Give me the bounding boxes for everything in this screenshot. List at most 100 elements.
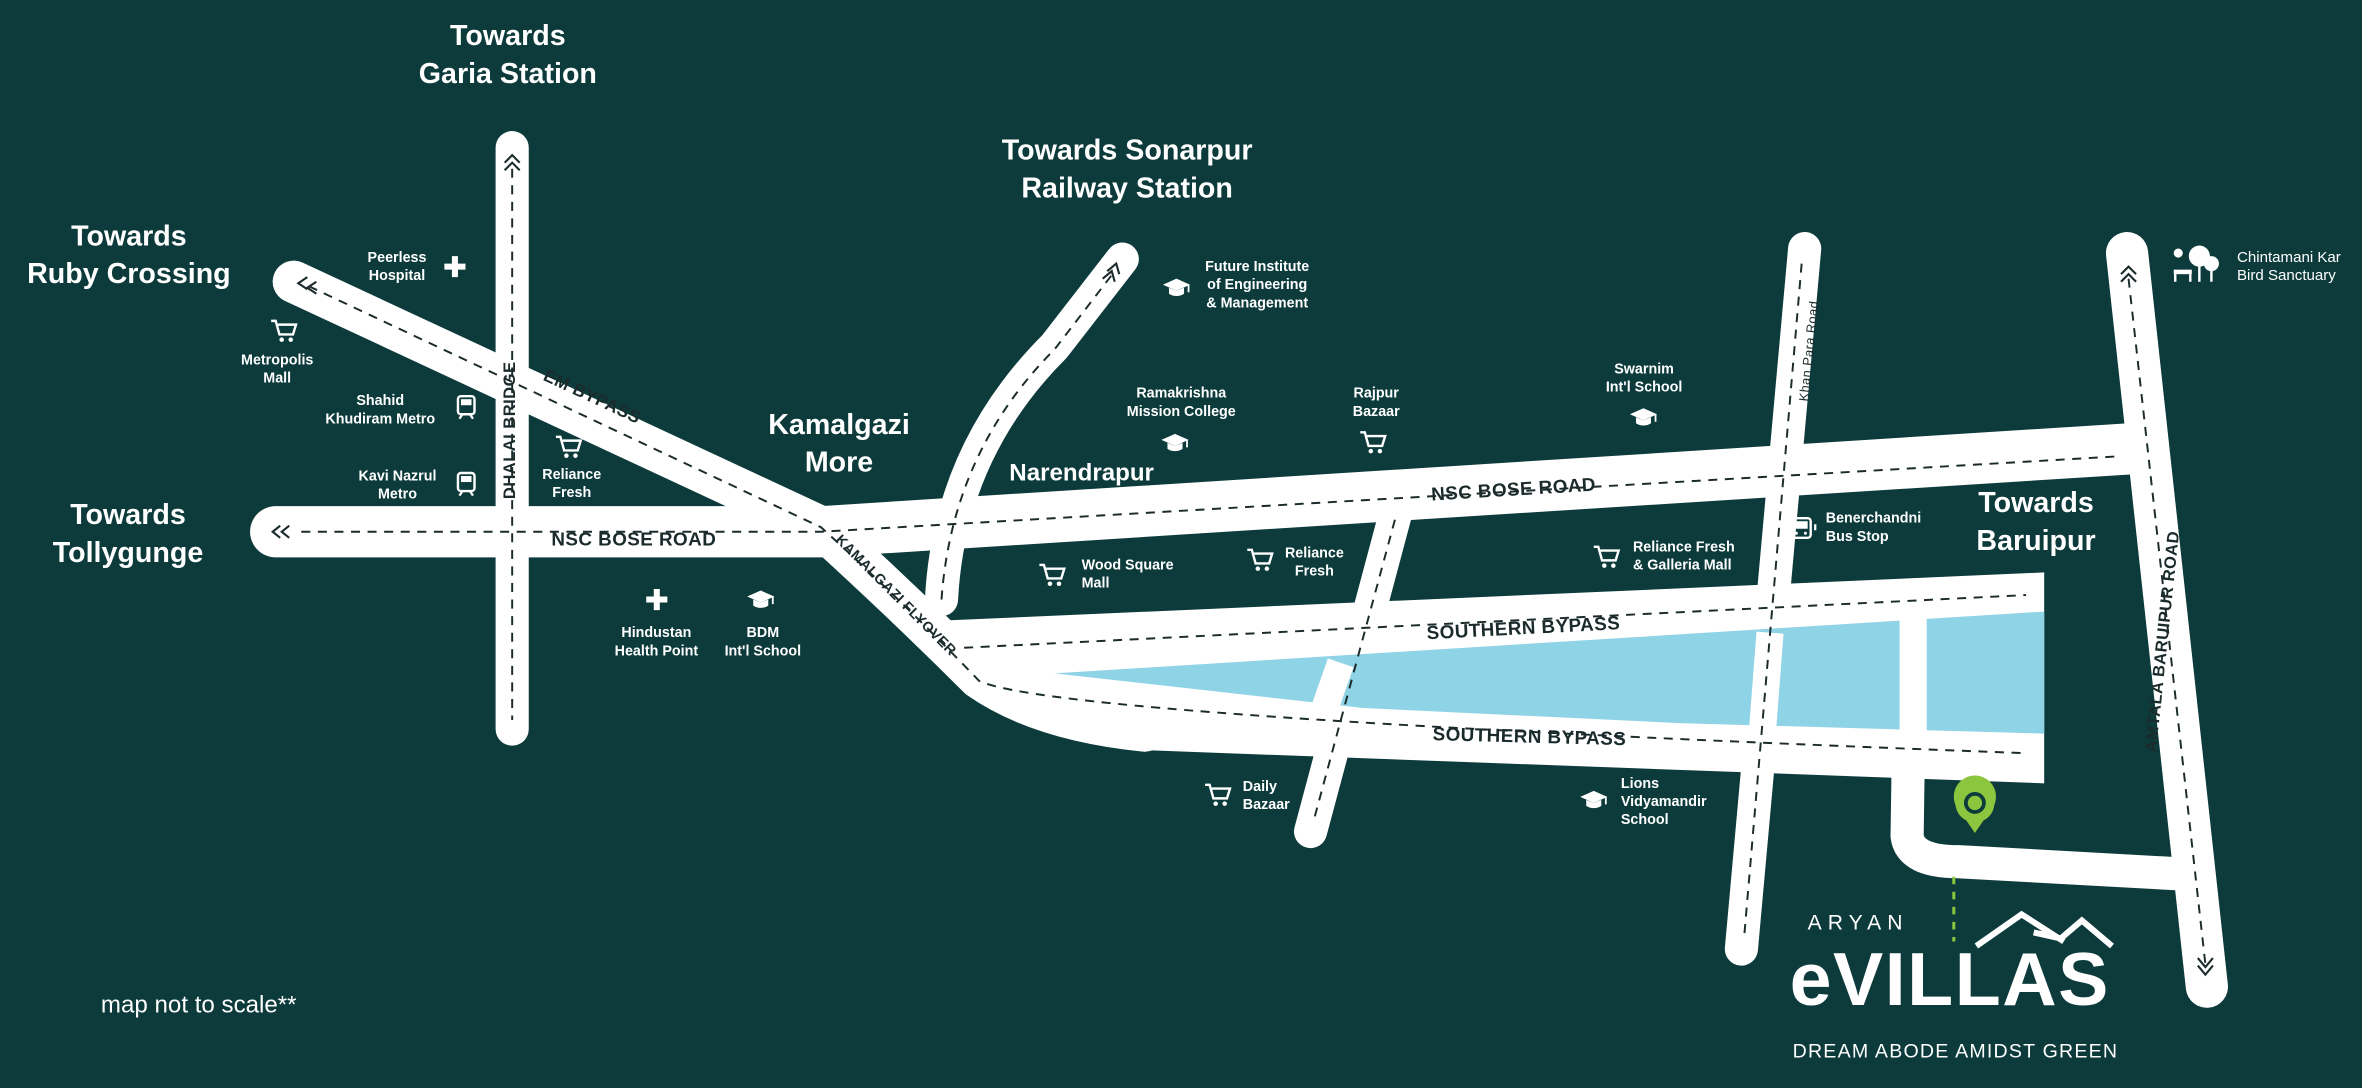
text: Hindustan (621, 625, 692, 642)
metro-icon (456, 394, 476, 420)
text: Mission College (1126, 403, 1236, 421)
text: Int'l School (724, 643, 802, 660)
school-icon (1579, 789, 1609, 810)
text: & Galleria Mall (1632, 557, 1732, 574)
road-amtala-baruipur (2105, 231, 2228, 1008)
hospital-icon (646, 589, 668, 611)
cart-icon (1592, 545, 1620, 570)
text: Wood Square (1081, 557, 1174, 574)
cart-icon (269, 319, 298, 344)
school-icon (1162, 277, 1191, 297)
text: Towards (1978, 488, 2094, 520)
text: Swarnim (1614, 361, 1674, 379)
road-sonarpur (924, 242, 1139, 617)
text: Ramakrishna (1136, 385, 1227, 403)
text: Reliance (1284, 545, 1344, 562)
text: Garia Station (418, 58, 597, 91)
text: Future Institute (1205, 259, 1310, 276)
text: Towards (71, 221, 187, 254)
site-pin-icon (1952, 775, 1996, 942)
logo-tagline: DREAM ABODE AMIDST GREEN (1792, 1039, 2119, 1063)
cart-icon (1203, 783, 1232, 808)
logo-name: eVILLAS (1789, 936, 2110, 1022)
road-site-access (1890, 616, 2194, 891)
hospital-icon (444, 256, 466, 278)
cart-icon (1246, 548, 1274, 573)
text: Vidyamandir (1620, 793, 1707, 811)
school-icon (1160, 432, 1190, 453)
poi-reliance-galleria: Reliance Fresh& Galleria Mall (1633, 539, 1735, 575)
text: BDM (746, 625, 780, 642)
text: Ruby Crossing (27, 259, 231, 291)
cart-icon (554, 435, 582, 460)
text: Towards Sonarpur (1001, 135, 1253, 168)
text: Bird Sanctuary (2237, 268, 2336, 285)
text: Peerless (367, 250, 427, 267)
text: Rajpur (1353, 385, 1399, 403)
cart-icon (1359, 431, 1387, 455)
park-icon (2173, 245, 2219, 282)
road-label-nsc-left: NSC BOSE ROAD (551, 528, 717, 550)
text: Railway Station (1021, 173, 1233, 205)
text: School (1620, 811, 1669, 829)
road-label-dhalai: DHALAI BRIDGE (501, 361, 520, 500)
text: Khudiram Metro (325, 411, 436, 428)
text: & Management (1206, 295, 1309, 312)
text: Bus Stop (1825, 528, 1889, 546)
text: Kamalgazi (768, 409, 910, 442)
text: Int'l School (1605, 379, 1683, 397)
text: Benerchandni (1825, 510, 1922, 528)
metro-icon (456, 471, 476, 497)
text: of Engineering (1207, 277, 1308, 294)
text: Shahid (356, 393, 405, 410)
scale-note: map not to scale** (100, 992, 297, 1019)
text: Baruipur (1976, 525, 2096, 558)
text: Lions (1620, 775, 1660, 793)
eVillas-logo: ARYAN eVILLAS DREAM ABODE AMIDST GREEN (1785, 907, 2139, 1073)
cart-icon (1038, 563, 1066, 588)
text: Hospital (368, 268, 426, 285)
text: Fresh (1294, 563, 1334, 580)
label-narendrapur: Narendrapur (1009, 460, 1154, 487)
text: Fresh (552, 485, 592, 502)
text: Tollygunge (52, 537, 204, 570)
text: Health Point (614, 643, 699, 660)
text: Mall (263, 370, 292, 388)
logo-brand: ARYAN (1807, 909, 1909, 934)
text: Kavi Nazrul (358, 468, 437, 486)
text: Chintamani Kar (2237, 250, 2341, 267)
school-icon (1629, 407, 1658, 427)
text: Reliance (542, 466, 602, 484)
text: Metropolis (241, 352, 314, 370)
school-icon (746, 589, 776, 609)
text: Mall (1081, 575, 1110, 593)
house-roof-icon (1974, 910, 2114, 949)
text: More (804, 447, 874, 480)
text: Metro (378, 486, 417, 504)
text: Bazaar (1242, 796, 1290, 814)
text: Reliance Fresh (1632, 539, 1735, 556)
